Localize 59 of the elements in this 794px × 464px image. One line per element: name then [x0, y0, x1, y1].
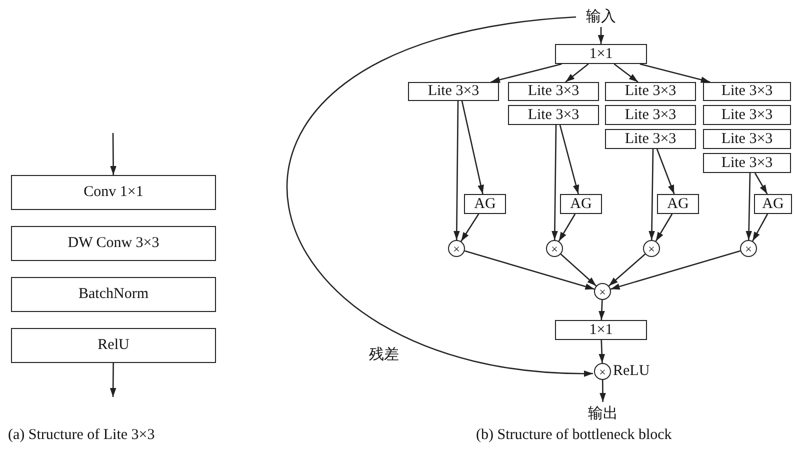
arrow — [640, 63, 710, 83]
multiply-circle: × — [594, 283, 611, 300]
curved-arrow — [288, 16, 594, 376]
process-box: Lite 3×3 — [703, 105, 791, 125]
arrow — [648, 149, 655, 240]
process-box: DW Conw 3×3 — [11, 226, 216, 261]
process-box: Lite 3×3 — [703, 82, 791, 101]
arrow — [558, 214, 576, 242]
arrow — [754, 172, 768, 194]
caption: (a) Structure of Lite 3×3 — [8, 428, 155, 443]
multiply-circle: × — [740, 240, 757, 257]
process-box: Lite 3×3 — [605, 82, 696, 101]
process-box: Lite 3×3 — [703, 129, 791, 149]
process-box: Conv 1×1 — [11, 175, 216, 210]
arrow — [598, 300, 605, 320]
node-label: 输入 — [578, 5, 624, 27]
arrow — [559, 124, 580, 194]
arrow — [656, 148, 675, 194]
node-label: 输出 — [580, 402, 626, 424]
arrow — [565, 63, 589, 83]
arrow — [608, 254, 646, 286]
multiply-circle: × — [594, 363, 611, 380]
multiply-circle: × — [448, 240, 465, 257]
process-box: Lite 3×3 — [605, 129, 696, 149]
process-box: Lite 3×3 — [703, 153, 791, 173]
process-box: Lite 3×3 — [508, 82, 599, 101]
ag-box: AG — [560, 194, 602, 214]
arrow — [464, 250, 595, 290]
arrow — [600, 380, 606, 402]
ag-box: AG — [754, 194, 792, 214]
arrow — [614, 63, 638, 83]
arrow — [552, 125, 558, 240]
arrow — [655, 214, 673, 242]
multiply-circle: × — [546, 240, 563, 257]
arrow — [460, 214, 480, 242]
arrow — [560, 254, 597, 286]
process-box: BatchNorm — [11, 277, 216, 312]
process-box: Lite 3×3 — [508, 105, 599, 125]
arrow — [610, 250, 741, 290]
edge-label: 残差 — [368, 346, 400, 363]
arrow — [461, 100, 484, 194]
arrow — [752, 214, 768, 242]
arrow — [110, 133, 116, 175]
process-box: 1×1 — [555, 320, 647, 340]
arrow — [454, 101, 460, 240]
arrow — [490, 63, 562, 83]
side-label: ReLU — [613, 364, 650, 379]
ag-box: AG — [657, 194, 699, 214]
process-box: 1×1 — [555, 44, 647, 64]
arrow — [598, 340, 606, 364]
ag-box: AG — [464, 194, 506, 214]
process-box: Lite 3×3 — [408, 82, 499, 101]
process-box: Lite 3×3 — [605, 105, 696, 125]
arrow — [110, 363, 116, 397]
process-box: RelU — [11, 328, 216, 363]
arrow — [746, 172, 752, 240]
multiply-circle: × — [643, 240, 660, 257]
caption: (b) Structure of bottleneck block — [476, 428, 672, 443]
arrow — [598, 27, 604, 44]
